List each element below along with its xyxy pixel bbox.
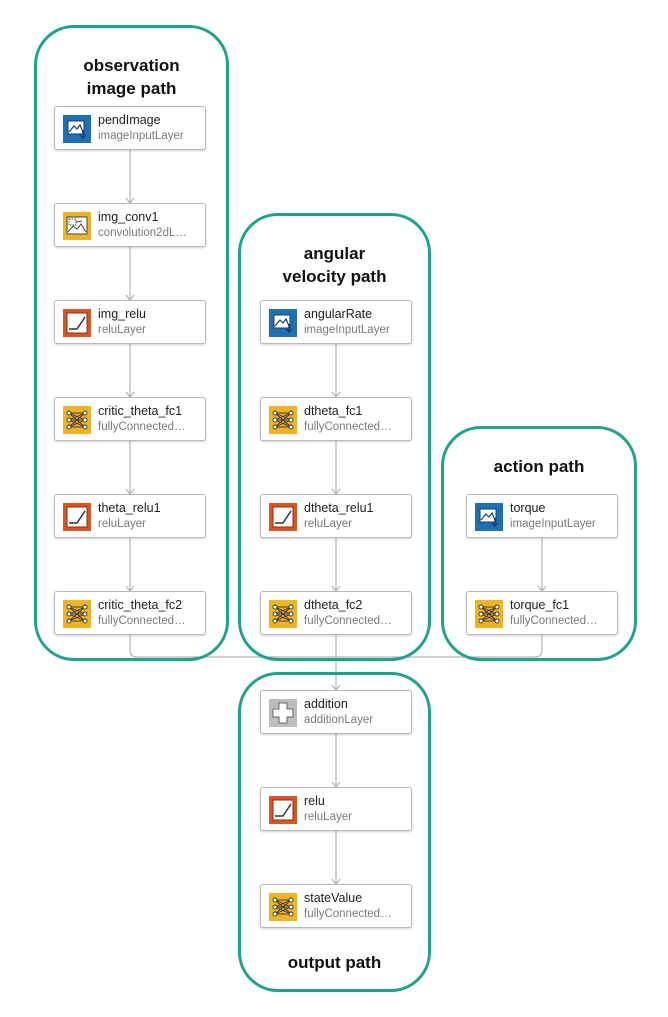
- group-title: output path: [287, 953, 382, 972]
- layer-type: reluLayer: [304, 518, 352, 530]
- layer-name: critic_theta_fc2: [98, 598, 183, 612]
- layer-name: dtheta_fc1: [304, 404, 363, 418]
- layer-type: imageInputLayer: [98, 130, 184, 142]
- edge-merge: [336, 635, 543, 658]
- layer-type: fullyConnected…: [304, 908, 392, 920]
- layer-node-addition[interactable]: addition additionLayer: [260, 690, 412, 734]
- group-title: angular velocity path: [282, 244, 387, 286]
- layer-node-pendImage[interactable]: pendImage imageInputLayer: [54, 106, 206, 150]
- fully-connected-icon: [63, 406, 91, 434]
- layer-type: additionLayer: [304, 714, 374, 726]
- layer-node-critic_theta_fc2[interactable]: critic_theta_fc2 fullyConnected…: [54, 591, 206, 635]
- layer-type: fullyConnected…: [98, 421, 186, 433]
- layer-name: relu: [304, 794, 325, 808]
- layer-name: stateValue: [304, 891, 363, 905]
- layer-type: convolution2dL…: [98, 227, 187, 239]
- layer-type: imageInputLayer: [304, 324, 390, 336]
- relu-icon: [269, 503, 297, 531]
- group-output-path: output path: [238, 672, 431, 992]
- layer-type: fullyConnected…: [510, 615, 598, 627]
- layer-type: fullyConnected…: [304, 421, 392, 433]
- fully-connected-icon: [269, 893, 297, 921]
- relu-icon: [269, 796, 297, 824]
- edge-merge: [129, 635, 336, 658]
- layer-type: fullyConnected…: [304, 615, 392, 627]
- addition-icon: [269, 699, 297, 727]
- group-observation-image-path: observation image path: [34, 25, 229, 661]
- layer-node-dtheta_fc2[interactable]: dtheta_fc2 fullyConnected…: [260, 591, 412, 635]
- layer-name: pendImage: [98, 113, 161, 127]
- layer-type: imageInputLayer: [510, 518, 596, 530]
- layer-name: angularRate: [304, 307, 373, 321]
- layer-node-relu[interactable]: relu reluLayer: [260, 787, 412, 831]
- image-input-icon: [475, 503, 503, 531]
- relu-icon: [63, 309, 91, 337]
- layer-name: dtheta_relu1: [304, 501, 374, 515]
- layer-node-angularRate[interactable]: angularRate imageInputLayer: [260, 300, 412, 344]
- layer-node-img_relu[interactable]: img_relu reluLayer: [54, 300, 206, 344]
- layer-type: reluLayer: [304, 811, 352, 823]
- layer-name: torque: [510, 501, 546, 515]
- layer-type: fullyConnected…: [98, 615, 186, 627]
- fully-connected-icon: [269, 600, 297, 628]
- fully-connected-icon: [269, 406, 297, 434]
- fully-connected-icon: [475, 600, 503, 628]
- layer-node-stateValue[interactable]: stateValue fullyConnected…: [260, 884, 412, 928]
- fully-connected-icon: [63, 600, 91, 628]
- layer-name: critic_theta_fc1: [98, 404, 183, 418]
- group-action-path: action path: [441, 426, 637, 661]
- layer-name: dtheta_fc2: [304, 598, 363, 612]
- layer-node-dtheta_fc1[interactable]: dtheta_fc1 fullyConnected…: [260, 397, 412, 441]
- layer-name: torque_fc1: [510, 598, 570, 612]
- layer-name: addition: [304, 697, 348, 711]
- layer-node-dtheta_relu1[interactable]: dtheta_relu1 reluLayer: [260, 494, 412, 538]
- layer-node-torque_fc1[interactable]: torque_fc1 fullyConnected…: [466, 591, 618, 635]
- layer-type: reluLayer: [98, 518, 146, 530]
- relu-icon: [63, 503, 91, 531]
- layer-type: reluLayer: [98, 324, 146, 336]
- layer-node-img_conv1[interactable]: img_conv1 convolution2dL…: [54, 203, 206, 247]
- layer-name: img_relu: [98, 307, 146, 321]
- layer-node-theta_relu1[interactable]: theta_relu1 reluLayer: [54, 494, 206, 538]
- layer-node-torque[interactable]: torque imageInputLayer: [466, 494, 618, 538]
- layer-node-critic_theta_fc1[interactable]: critic_theta_fc1 fullyConnected…: [54, 397, 206, 441]
- image-input-icon: [63, 115, 91, 143]
- layer-name: theta_relu1: [98, 501, 161, 515]
- image-input-icon: [269, 309, 297, 337]
- group-angular-velocity-path: angular velocity path: [238, 213, 431, 661]
- convolution-icon: [63, 212, 91, 240]
- group-title: action path: [493, 457, 585, 476]
- group-title: observation image path: [83, 56, 180, 98]
- layer-name: img_conv1: [98, 210, 159, 224]
